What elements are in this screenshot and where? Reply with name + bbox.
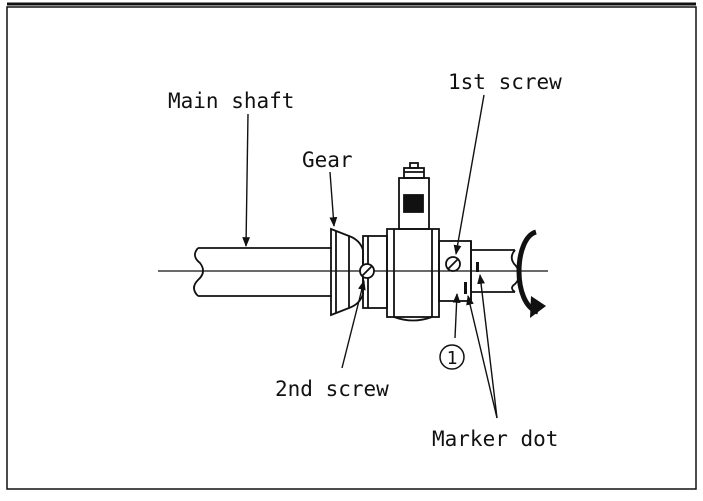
main-shaft — [193, 247, 332, 297]
part-number-label: 1 — [447, 348, 458, 369]
part-number-callout: 1 — [439, 344, 465, 370]
second-screw-label: 2nd screw — [275, 377, 389, 401]
gear-label: Gear — [302, 148, 353, 172]
gear-leader — [329, 171, 338, 227]
rotation-arrow-icon — [516, 229, 546, 318]
main-shaft-label: Main shaft — [168, 89, 294, 113]
marker-dot-label: Marker dot — [432, 427, 558, 451]
second-screw-head — [359, 263, 375, 279]
part-number-leader — [452, 293, 461, 339]
first-screw-label: 1st screw — [448, 70, 562, 94]
marker-dot-leader-2 — [477, 274, 498, 419]
second-screw-leader — [341, 280, 366, 369]
cam-body — [386, 162, 440, 322]
first-screw-head — [445, 256, 461, 272]
first-screw-leader — [453, 94, 485, 255]
diagram-frame — [6, 6, 697, 490]
marker-dot-marks — [464, 262, 479, 294]
marker-dot-leader-1 — [466, 295, 498, 419]
main-shaft-leader — [242, 113, 251, 247]
